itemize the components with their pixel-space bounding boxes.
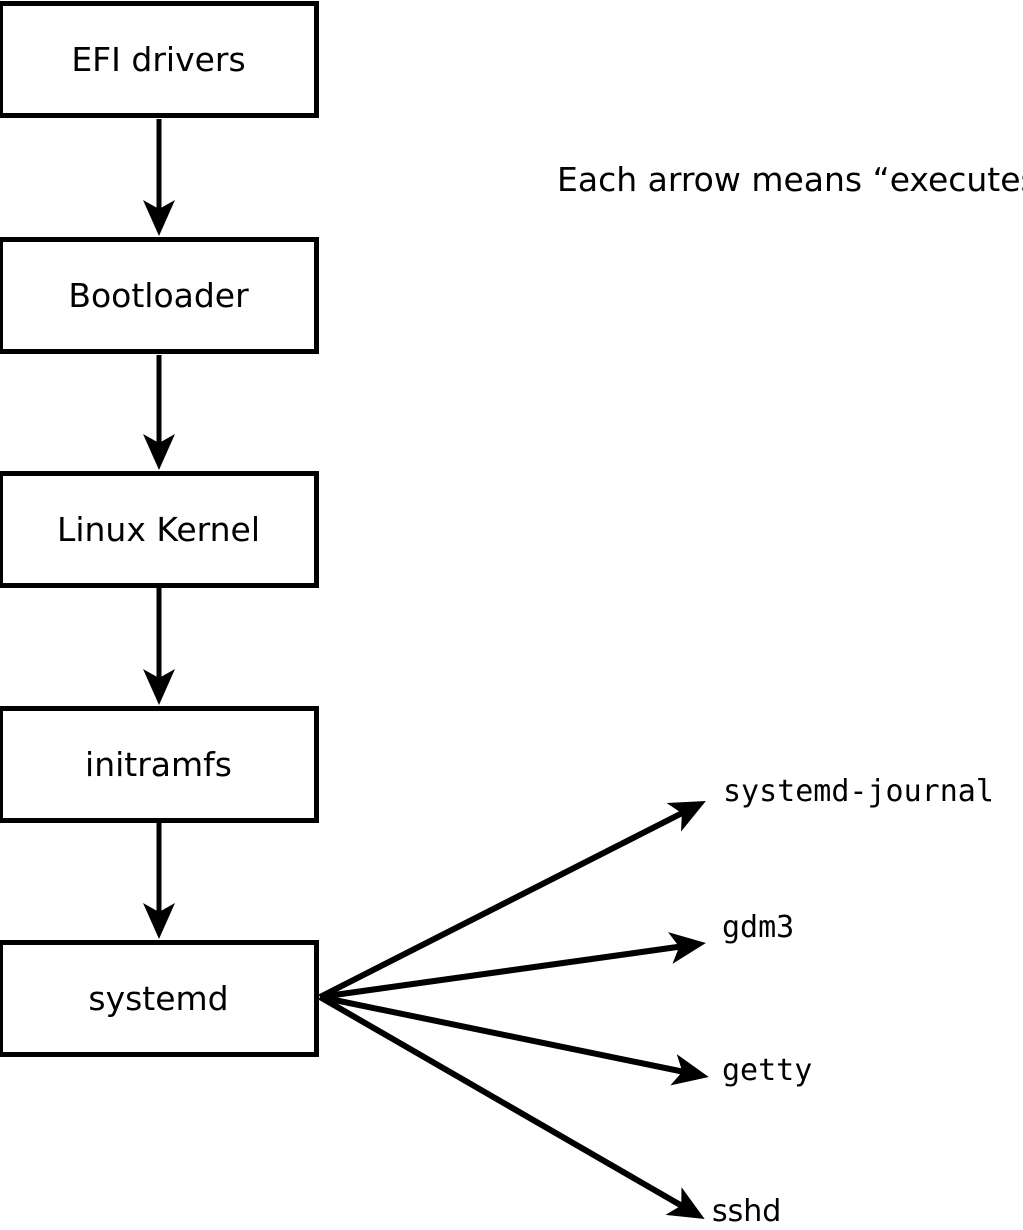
flow-node-bootloader-label: Bootloader <box>68 276 249 315</box>
flow-node-initramfs: initramfs <box>0 706 319 823</box>
flow-node-bootloader: Bootloader <box>0 237 319 354</box>
arrow-systemd-to-gdm3 <box>319 932 706 1000</box>
service-label-sshd: sshd <box>712 1194 782 1229</box>
flow-node-efi-drivers-label: EFI drivers <box>71 40 246 79</box>
flow-node-efi-drivers: EFI drivers <box>0 1 319 118</box>
flow-node-linux-kernel-label: Linux Kernel <box>56 510 261 549</box>
flow-node-systemd: systemd <box>0 940 319 1057</box>
service-label-gdm3: gdm3 <box>722 910 795 945</box>
flow-node-initramfs-label: initramfs <box>85 745 232 784</box>
arrow-systemd-to-journal <box>318 800 706 1000</box>
flow-node-linux-kernel: Linux Kernel <box>0 471 319 588</box>
service-label-systemd-journal: systemd-journal <box>723 774 994 809</box>
service-label-getty: getty <box>722 1053 813 1088</box>
flow-node-systemd-label: systemd <box>88 979 229 1018</box>
arrow-systemd-to-sshd <box>318 994 705 1219</box>
arrow-systemd-to-getty <box>319 994 709 1086</box>
legend-note: Each arrow means “executes”. <box>557 160 1023 199</box>
